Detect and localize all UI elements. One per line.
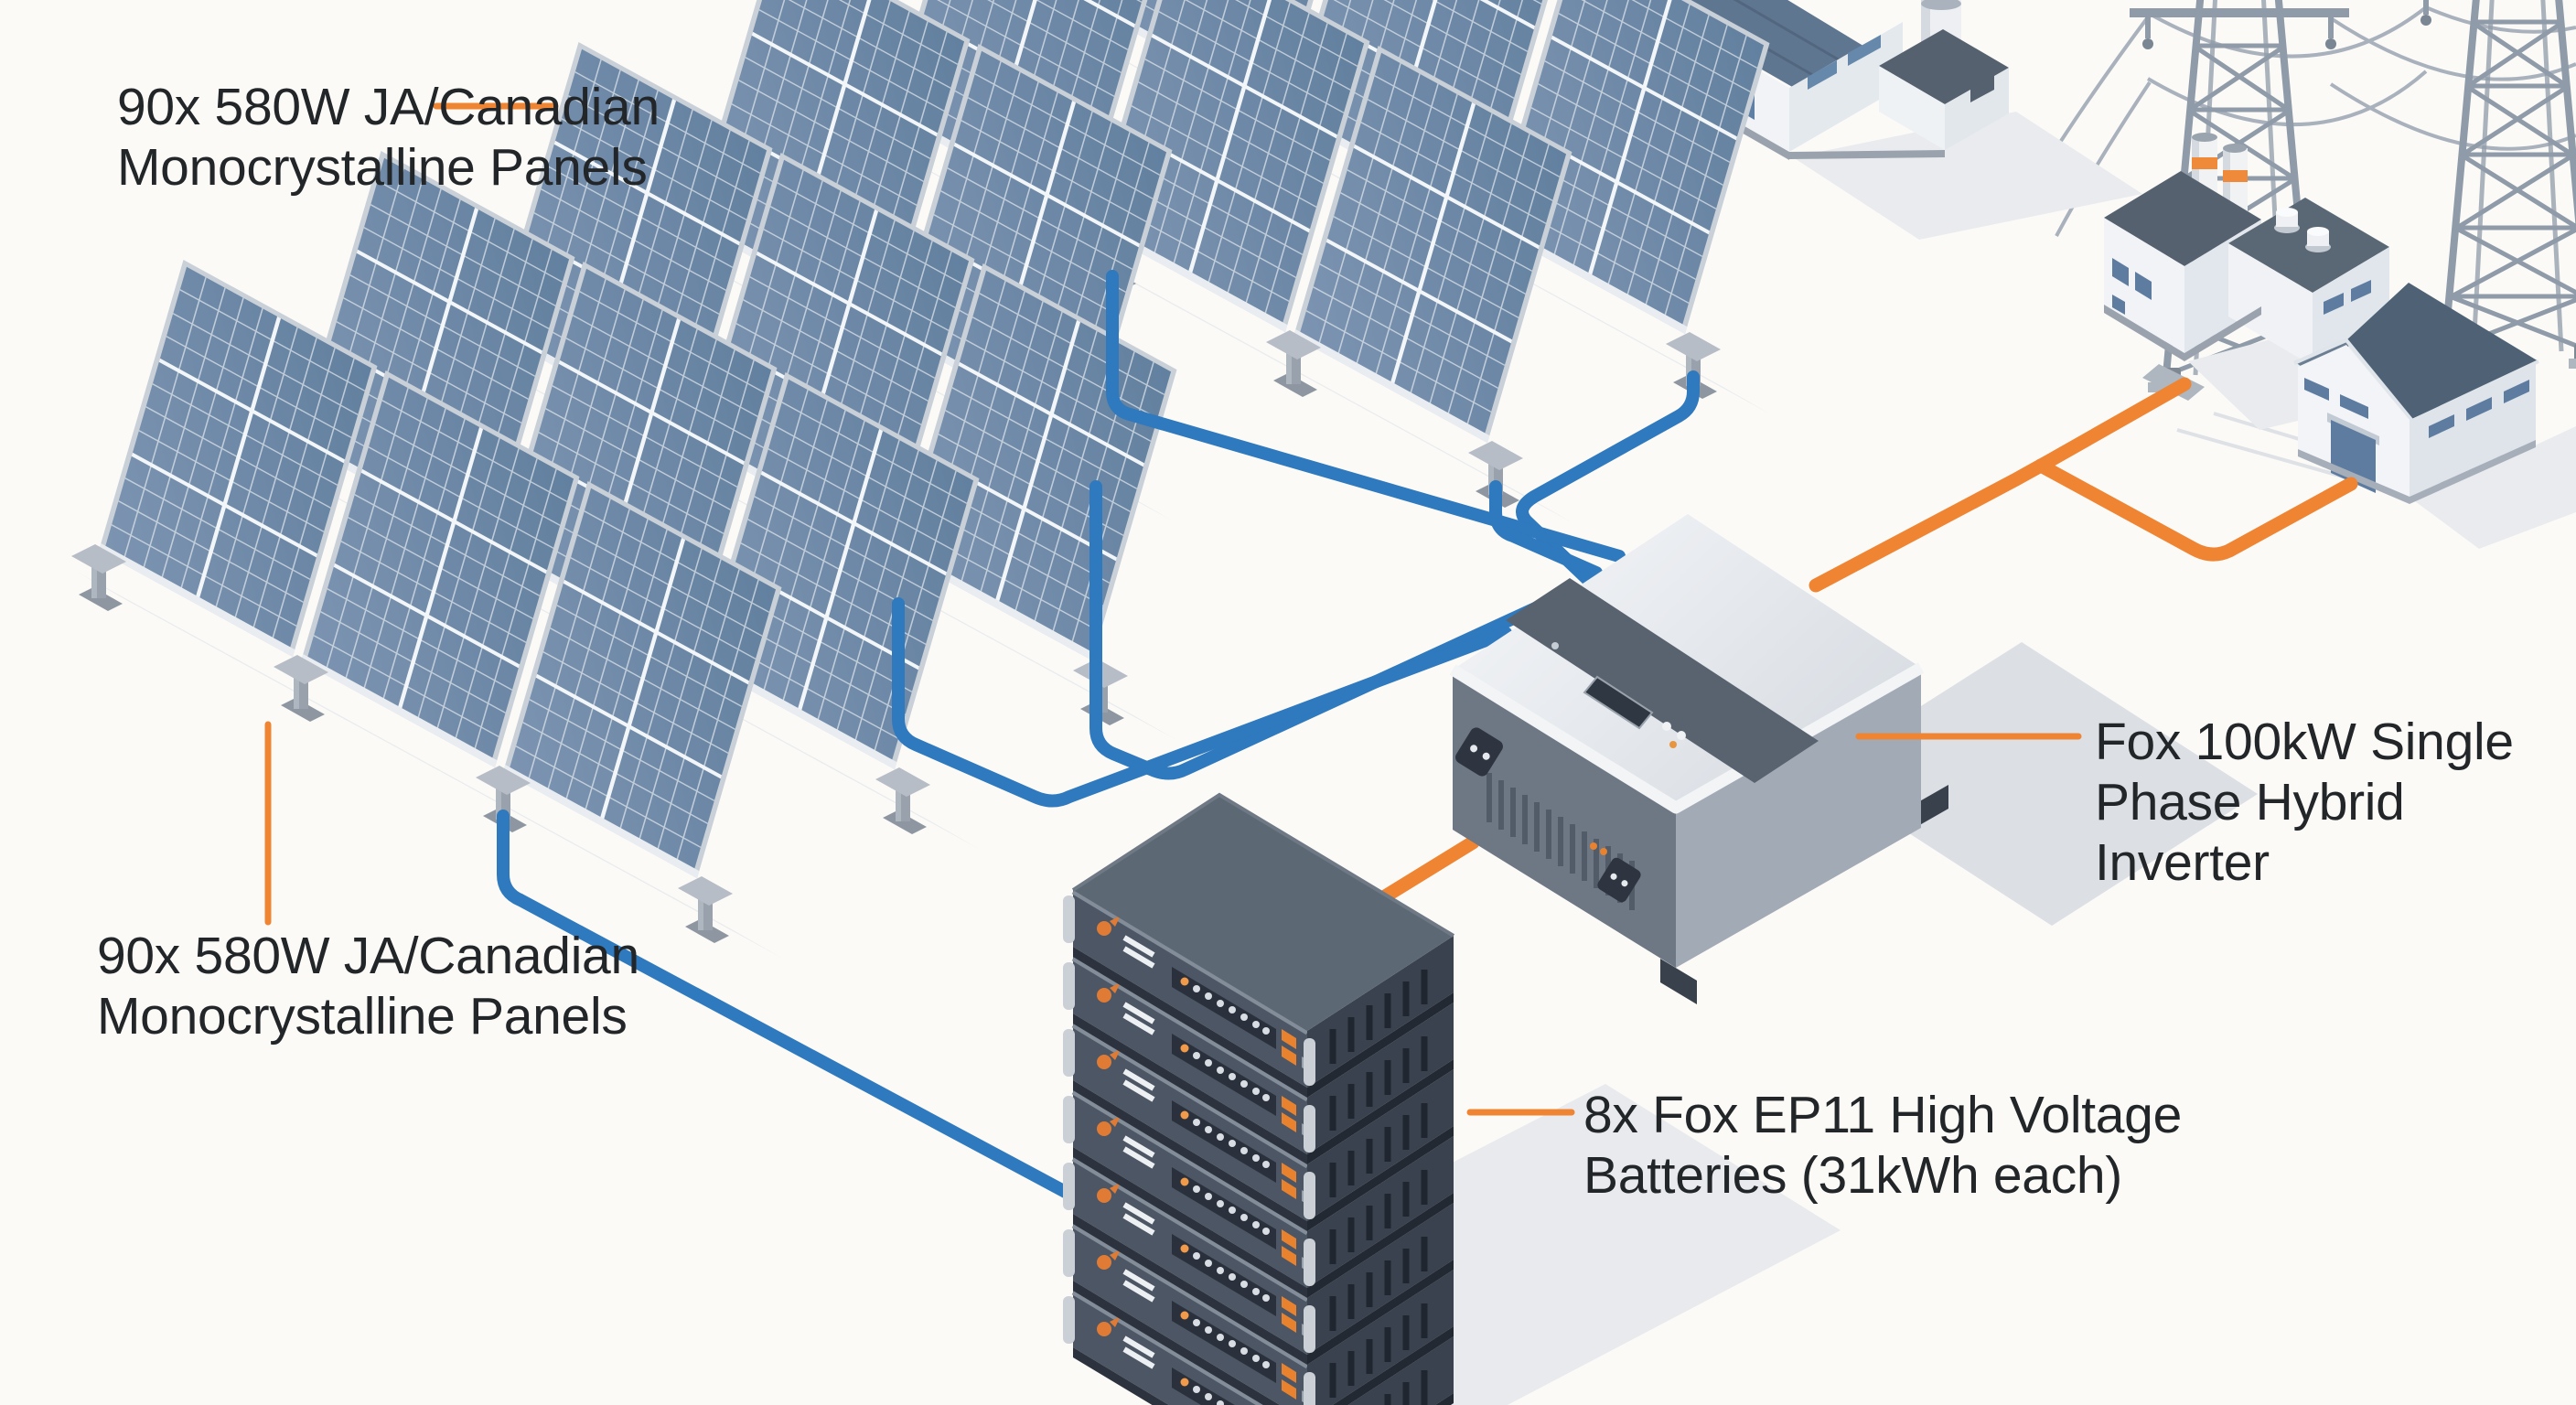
inverter-foot <box>1916 785 1948 827</box>
gable-roof-house <box>2293 283 2576 549</box>
house-shadow <box>2415 426 2576 549</box>
house-window <box>2504 380 2529 403</box>
plant-window <box>2135 272 2152 300</box>
inverter-front-right-face <box>1676 668 1921 968</box>
inverter-display-screen <box>1583 675 1654 730</box>
battery-top-face <box>1073 795 1454 1031</box>
label-array-bottom: 90x 580W JA/Canadian Monocrystalline Pan… <box>97 926 639 1046</box>
house-roof <box>2346 283 2538 421</box>
warehouse-shadow <box>1793 112 2142 240</box>
label-line: 90x 580W JA/Canadian <box>97 927 639 985</box>
label-pointers <box>264 102 2082 1116</box>
label-battery: 8x Fox EP11 High Voltage Batteries (31kW… <box>1583 1085 2182 1206</box>
dc-wire <box>1106 270 1626 563</box>
inverter-display-band <box>1506 578 1819 783</box>
label-line: Inverter <box>2095 833 2270 893</box>
dc-wire <box>1516 370 1700 585</box>
label-inverter: Fox 100kW Single Phase Hybrid Inverter <box>2095 712 2514 893</box>
warehouse-right-wall <box>1789 22 1903 152</box>
label-line: Fox 100kW Single <box>2095 713 2514 771</box>
house-window <box>2466 397 2492 421</box>
house-front-wall <box>2298 345 2410 497</box>
warehouse-window <box>1808 60 1837 90</box>
label-line: 90x 580W JA/Canadian <box>117 78 660 136</box>
warehouse-window <box>1848 35 1881 66</box>
dc-wire <box>1089 480 1562 780</box>
plant-window <box>2112 258 2129 286</box>
inverter-mount-plate <box>1816 642 2258 926</box>
dc-wire <box>497 810 1132 1230</box>
battery-rack-stack <box>1063 792 1841 1405</box>
label-line: Monocrystalline Panels <box>97 987 628 1046</box>
label-array-top: 90x 580W JA/Canadian Monocrystalline Pan… <box>117 77 660 198</box>
wire-plant-to-inverter <box>1809 377 2192 593</box>
chimney-orange-band <box>2192 157 2217 169</box>
label-line: Monocrystalline Panels <box>117 138 648 198</box>
inverter-ac-socket <box>1597 857 1641 903</box>
plant-roof <box>2104 171 2261 266</box>
plant-window <box>2351 280 2371 302</box>
label-line: Phase Hybrid <box>2095 773 2405 832</box>
dc-string-wiring <box>497 270 1700 1230</box>
label-line: Batteries (31kWh each) <box>1583 1146 2122 1206</box>
inverter-foot <box>1660 959 1697 1004</box>
house-window <box>2340 394 2368 419</box>
ac-grid-wiring <box>1809 377 2358 593</box>
plant-window <box>2324 293 2344 315</box>
wire-branch-to-house <box>2034 458 2358 562</box>
dc-wire <box>892 597 1512 808</box>
inverter-dc-socket <box>1455 727 1503 777</box>
hybrid-inverter <box>1449 514 2258 1004</box>
house-window <box>2429 414 2454 438</box>
label-line: 8x Fox EP11 High Voltage <box>1583 1086 2182 1144</box>
house-window <box>2304 378 2329 401</box>
chimney-orange-band <box>2223 170 2248 182</box>
inverter-status-led <box>1669 741 1677 748</box>
dc-wire <box>1489 480 1603 579</box>
plant-window <box>2112 295 2125 315</box>
